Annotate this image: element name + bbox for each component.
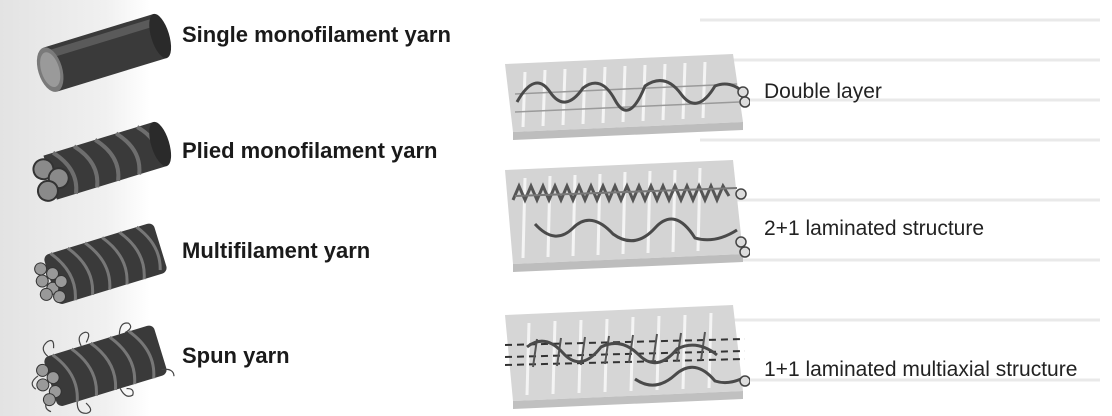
spun-yarn-icon xyxy=(18,318,178,416)
structure-label-laminated-1-1-multiaxial: 1+1 laminated multiaxial structure xyxy=(764,358,1077,382)
structure-label-laminated-2-1: 2+1 laminated structure xyxy=(764,217,984,241)
multifilament-yarn-icon xyxy=(18,218,178,313)
laminated-1-1-multiaxial-fabric-icon xyxy=(505,303,750,411)
structure-label-double-layer: Double layer xyxy=(764,80,882,104)
yarn-label-plied-monofilament: Plied monofilament yarn xyxy=(182,138,438,164)
laminated-2-1-fabric-icon xyxy=(505,158,750,276)
yarn-label-spun: Spun yarn xyxy=(182,343,290,369)
single-monofilament-yarn-icon xyxy=(18,10,178,100)
yarn-label-single-monofilament: Single monofilament yarn xyxy=(182,22,451,48)
double-layer-fabric-icon xyxy=(505,52,750,147)
plied-monofilament-yarn-icon xyxy=(18,118,178,208)
yarn-label-multifilament: Multifilament yarn xyxy=(182,238,370,264)
